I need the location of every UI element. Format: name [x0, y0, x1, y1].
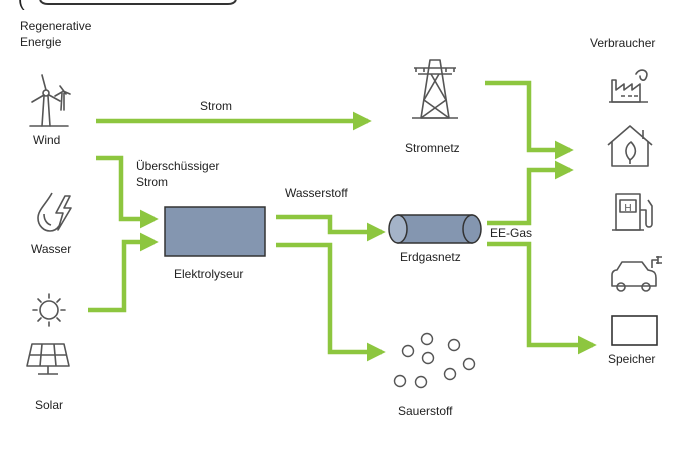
electric-car-icon [611, 256, 662, 292]
label-strom: Strom [200, 99, 233, 113]
water-energy-icon [37, 192, 72, 232]
label-wasserstoff: Wasserstoff [285, 186, 348, 200]
erdgasnetz-cylinder [388, 214, 482, 244]
fuel-station-h-letter: H [624, 203, 631, 214]
label-elektrolyseur: Elektrolyseur [174, 267, 244, 281]
label-solar: Solar [35, 398, 64, 412]
arrow-elektrolyseur-erdgasnetz [276, 214, 386, 242]
house-leaf-icon [607, 125, 653, 167]
clipped-title: ( [18, 0, 25, 11]
label-regenerative-energie: Regenerative Energie [20, 19, 92, 49]
arrow-elektrolyseur-sauerstoff [276, 242, 386, 362]
label-erdgasnetz: Erdgasnetz [400, 250, 461, 264]
wind-turbine-icon [29, 74, 71, 127]
label-wind: Wind [33, 133, 61, 147]
label-speicher: Speicher [608, 352, 656, 366]
clipped-title-stroke [39, 0, 237, 5]
flow-arrows [88, 80, 597, 362]
label-stromnetz: Stromnetz [405, 141, 460, 155]
power-pylon-icon [412, 59, 458, 119]
arrow-solar-elektrolyseur [88, 232, 159, 313]
label-ee-gas: EE-Gas [490, 226, 533, 240]
arrow-erdgasnetz-speicher [487, 241, 597, 355]
oxygen-bubbles-icon [393, 332, 476, 389]
arrow-stromnetz-verbraucher [485, 80, 574, 160]
elektrolyseur-box [164, 206, 266, 257]
speicher-box [611, 315, 658, 346]
fuel-station-icon [612, 193, 653, 231]
factory-icon [609, 69, 648, 103]
label-wasser: Wasser [31, 242, 72, 256]
solar-panel-icon [26, 343, 70, 375]
sun-icon [32, 293, 66, 327]
arrow-erdgasnetz-verbraucher [487, 160, 574, 226]
arrow-wind-elektrolyseur [96, 155, 159, 229]
label-ueberschuessiger-strom: Überschüssiger Strom [136, 159, 220, 189]
label-sauerstoff: Sauerstoff [398, 404, 453, 418]
label-verbraucher: Verbraucher [590, 36, 656, 50]
